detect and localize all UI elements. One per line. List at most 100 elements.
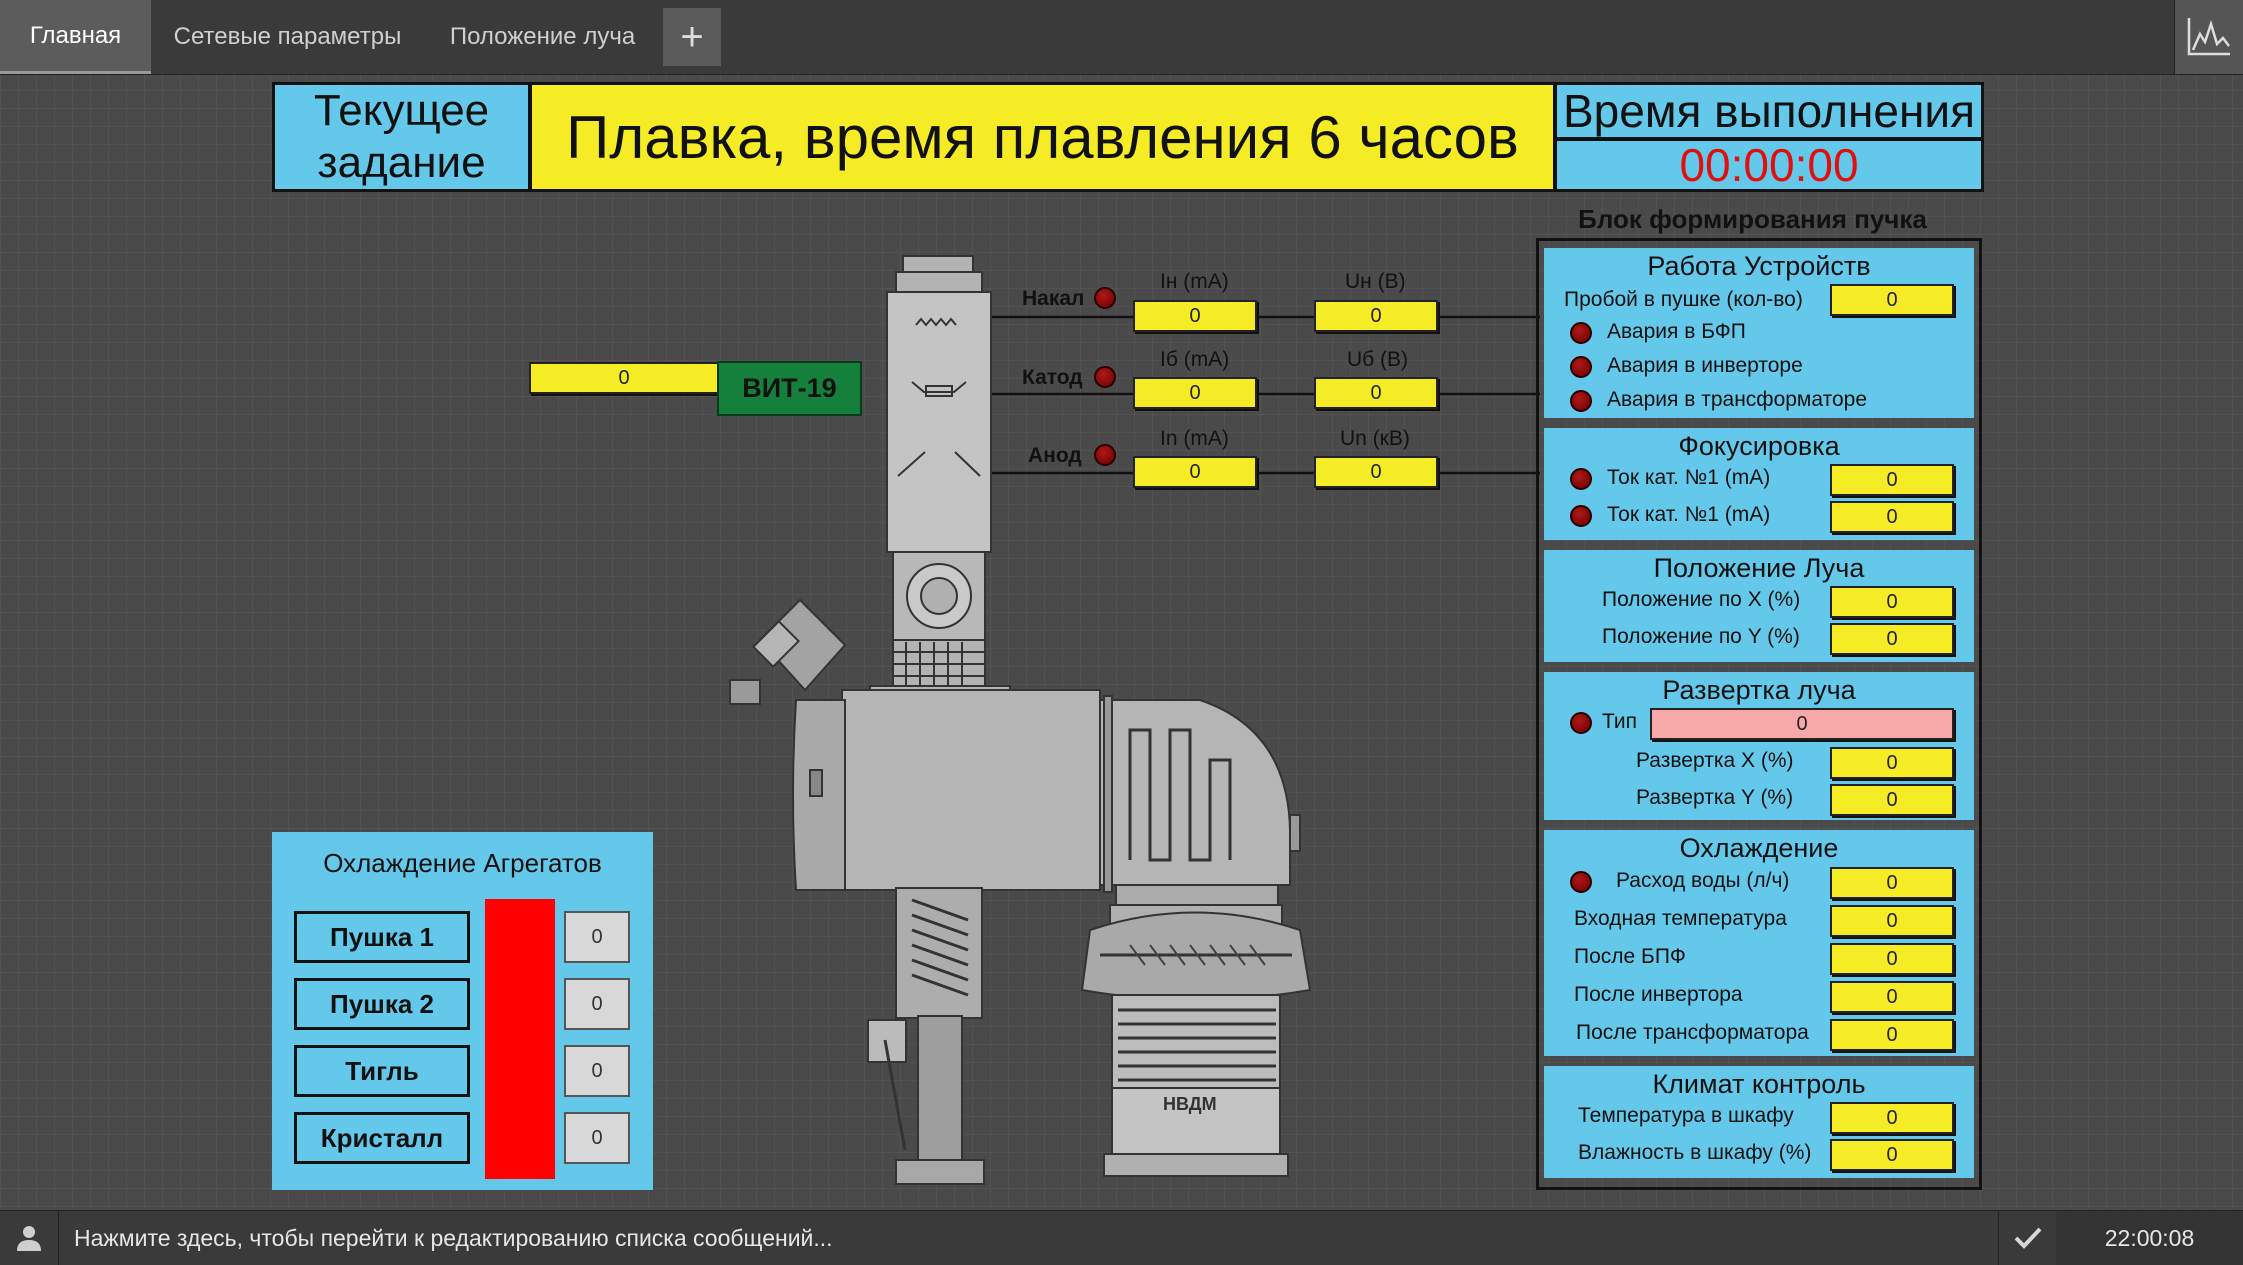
bfp-alarm-indicator-icon	[1570, 322, 1592, 344]
trend-chart-button[interactable]	[2174, 0, 2243, 74]
filament-indicator-icon	[1094, 287, 1116, 309]
bfp-alarm-label: Авария в БФП	[1607, 320, 1746, 343]
cathode-voltage-label: Uб (В)	[1347, 348, 1409, 371]
device-operation-section: Работа Устройств Пробой в пушке (кол-во)…	[1544, 248, 1974, 418]
plus-icon: +	[680, 14, 704, 59]
sweep-type-field: 0	[1650, 708, 1954, 740]
cathode-current-field: 0	[1133, 377, 1257, 409]
focusing-title: Фокусировка	[1678, 431, 1840, 461]
focus-current-1-field: 0	[1830, 464, 1954, 496]
sweep-type-indicator-icon	[1570, 712, 1592, 734]
transformer-alarm-label: Авария в трансформаторе	[1607, 388, 1867, 411]
inlet-temp-field: 0	[1830, 905, 1954, 937]
anode-current-label: In (mA)	[1160, 427, 1229, 450]
focus-current-2-field: 0	[1830, 501, 1954, 533]
breakdowns-label: Пробой в пушке (кол-во)	[1564, 288, 1803, 311]
crystal-button[interactable]: Кристалл	[294, 1112, 470, 1164]
after-bpf-field: 0	[1830, 943, 1954, 975]
message-list-link[interactable]: Нажмите здесь, чтобы перейти к редактиро…	[74, 1225, 833, 1251]
execution-time-label: Время выполнения	[1554, 82, 1984, 140]
filament-voltage-label: Uн (В)	[1345, 270, 1406, 293]
filament-voltage-field: 0	[1314, 300, 1438, 332]
filament-current-field: 0	[1133, 300, 1257, 332]
breakdowns-field: 0	[1830, 284, 1954, 316]
current-task-value: Плавка, время плавления 6 часов	[529, 82, 1556, 192]
focus-1-indicator-icon	[1570, 468, 1592, 490]
anode-voltage-field: 0	[1314, 456, 1438, 488]
tab-beam-position[interactable]: Положение луча	[449, 23, 636, 50]
anode-current-field: 0	[1133, 456, 1257, 488]
cabinet-humidity-field: 0	[1830, 1139, 1954, 1171]
crucible-value: 0	[564, 1045, 630, 1097]
cathode-label: Катод	[1022, 366, 1083, 389]
checkmark-icon	[2014, 1227, 2042, 1249]
gun-2-value: 0	[564, 978, 630, 1030]
sweep-x-field: 0	[1830, 747, 1954, 779]
after-inverter-field: 0	[1830, 981, 1954, 1013]
position-y-field: 0	[1830, 623, 1954, 655]
vit-vacuum-field: 0	[529, 362, 719, 394]
climate-control-title: Климат контроль	[1652, 1069, 1866, 1099]
sweep-type-label: Тип	[1602, 710, 1638, 733]
after-transformer-field: 0	[1830, 1019, 1954, 1051]
beam-forming-block-title: Блок формирования пучка	[1578, 204, 1927, 234]
anode-indicator-icon	[1094, 444, 1116, 466]
chart-icon	[2187, 18, 2230, 56]
water-flow-indicator-icon	[1570, 871, 1592, 893]
pump-label: НВДМ	[1163, 1094, 1217, 1114]
water-flow-field: 0	[1830, 867, 1954, 899]
tab-main[interactable]: Главная	[0, 0, 151, 74]
focus-current-2-label: Ток кат. №1 (mA)	[1607, 503, 1771, 526]
add-tab-button[interactable]: +	[663, 8, 721, 66]
cathode-indicator-icon	[1094, 366, 1116, 388]
tab-bar: Главная Сетевые параметры Положение луча…	[0, 0, 2243, 75]
status-bar: Нажмите здесь, чтобы перейти к редактиро…	[0, 1210, 2243, 1265]
beam-position-title: Положение Луча	[1653, 553, 1865, 583]
position-x-field: 0	[1830, 586, 1954, 618]
crystal-value: 0	[564, 1112, 630, 1164]
sweep-y-label: Развертка Y (%)	[1636, 786, 1794, 809]
transformer-alarm-indicator-icon	[1570, 390, 1592, 412]
position-x-label: Положение по X (%)	[1602, 588, 1801, 611]
after-transformer-label: После трансформатора	[1576, 1021, 1809, 1044]
aggregate-cooling-panel: Охлаждение Агрегатов Пушка 1 Пушка 2 Тиг…	[272, 832, 653, 1190]
crucible-button[interactable]: Тигль	[294, 1045, 470, 1097]
clock-display: 22:00:08	[2056, 1211, 2243, 1265]
position-y-label: Положение по Y (%)	[1602, 625, 1800, 648]
inverter-alarm-label: Авария в инверторе	[1607, 354, 1803, 377]
filament-label: Накал	[1022, 287, 1085, 310]
cabinet-temp-label: Температура в шкафу	[1578, 1104, 1794, 1127]
task-label-line2: задание	[317, 138, 486, 187]
climate-control-section: Климат контроль Температура в шкафу 0 Вл…	[1544, 1066, 1974, 1178]
user-icon	[17, 1226, 41, 1251]
cathode-voltage-field: 0	[1314, 377, 1438, 409]
gun-1-value: 0	[564, 911, 630, 963]
inverter-alarm-indicator-icon	[1570, 356, 1592, 378]
sweep-y-field: 0	[1830, 784, 1954, 816]
focus-2-indicator-icon	[1570, 505, 1592, 527]
beam-sweep-title: Развертка луча	[1662, 675, 1856, 705]
execution-time-value: 00:00:00	[1554, 138, 1984, 192]
focus-current-1-label: Ток кат. №1 (mA)	[1607, 466, 1771, 489]
vit-19-gauge[interactable]: ВИТ-19	[717, 361, 862, 416]
beam-forming-block-frame	[1536, 238, 1982, 1190]
device-operation-title: Работа Устройств	[1647, 251, 1871, 281]
sweep-x-label: Развертка X (%)	[1636, 749, 1794, 772]
cooling-title: Охлаждение	[1679, 833, 1839, 863]
beam-sweep-section: Развертка луча Тип 0 Развертка X (%) 0 Р…	[1544, 672, 1974, 820]
anode-label: Анод	[1028, 444, 1082, 467]
user-button[interactable]	[0, 1211, 59, 1265]
beam-position-section: Положение Луча Положение по X (%) 0 Поло…	[1544, 550, 1974, 662]
after-bpf-label: После БПФ	[1574, 945, 1686, 968]
gun-2-button[interactable]: Пушка 2	[294, 978, 470, 1030]
aggregate-cooling-title: Охлаждение Агрегатов	[323, 848, 602, 878]
tab-network-settings[interactable]: Сетевые параметры	[173, 23, 402, 50]
filament-current-label: Iн (mA)	[1160, 270, 1229, 293]
acknowledge-button[interactable]	[1998, 1211, 2057, 1265]
anode-voltage-label: Un (кВ)	[1340, 427, 1410, 450]
cooling-alarm-indicator	[485, 899, 555, 1179]
gun-1-button[interactable]: Пушка 1	[294, 911, 470, 963]
task-label-line1: Текущее	[313, 86, 490, 135]
